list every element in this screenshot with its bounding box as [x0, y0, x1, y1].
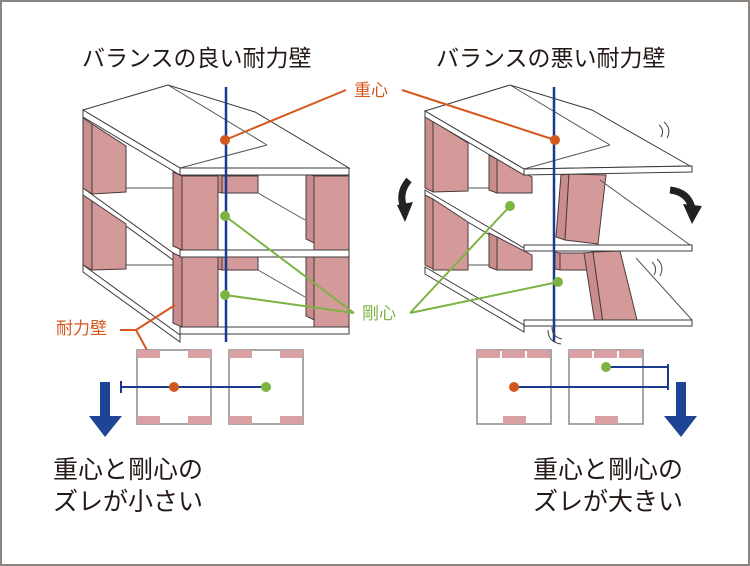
balanced-building [81, 84, 351, 343]
left-back-walls [82, 117, 127, 271]
tilted-wall-upper [564, 173, 607, 245]
right-title: バランスの悪い耐力壁 [436, 46, 666, 72]
left-plan-rigidity-dot [261, 382, 271, 392]
left-plan-gravity-dot [169, 382, 179, 392]
bearing-wall-label-group: 耐力壁 [56, 304, 176, 353]
left-floor-plans [89, 349, 304, 437]
right-floor-plans [476, 349, 697, 437]
left-mid-slab-front [179, 249, 350, 258]
gravity-label-group: 重心 [224, 81, 556, 141]
rigidity-label-group: 剛心 [224, 205, 559, 324]
right-plan-rigidity-dot [601, 362, 611, 372]
left-bottom-slab-side [82, 264, 181, 343]
left-title: バランスの良い耐力壁 [82, 46, 312, 72]
left-bottom-slab-front [179, 326, 350, 335]
left-roof-front [179, 167, 350, 176]
right-force-arrow-icon [664, 416, 697, 437]
gravity-label: 重心 [354, 81, 388, 101]
left-caption-line1: 重心と剛心の [53, 455, 203, 484]
left-force-arrow-icon [89, 416, 122, 437]
shake-marks [547, 121, 670, 345]
bearing-wall-label: 耐力壁 [56, 319, 107, 339]
rigidity-label: 剛心 [362, 304, 396, 324]
right-caption-line2: ズレが大きい [533, 487, 683, 516]
left-caption-line2: ズレが小さい [53, 487, 203, 516]
right-caption-line1: 重心と剛心の [533, 455, 683, 484]
right-plan-gravity-dot [509, 382, 519, 392]
